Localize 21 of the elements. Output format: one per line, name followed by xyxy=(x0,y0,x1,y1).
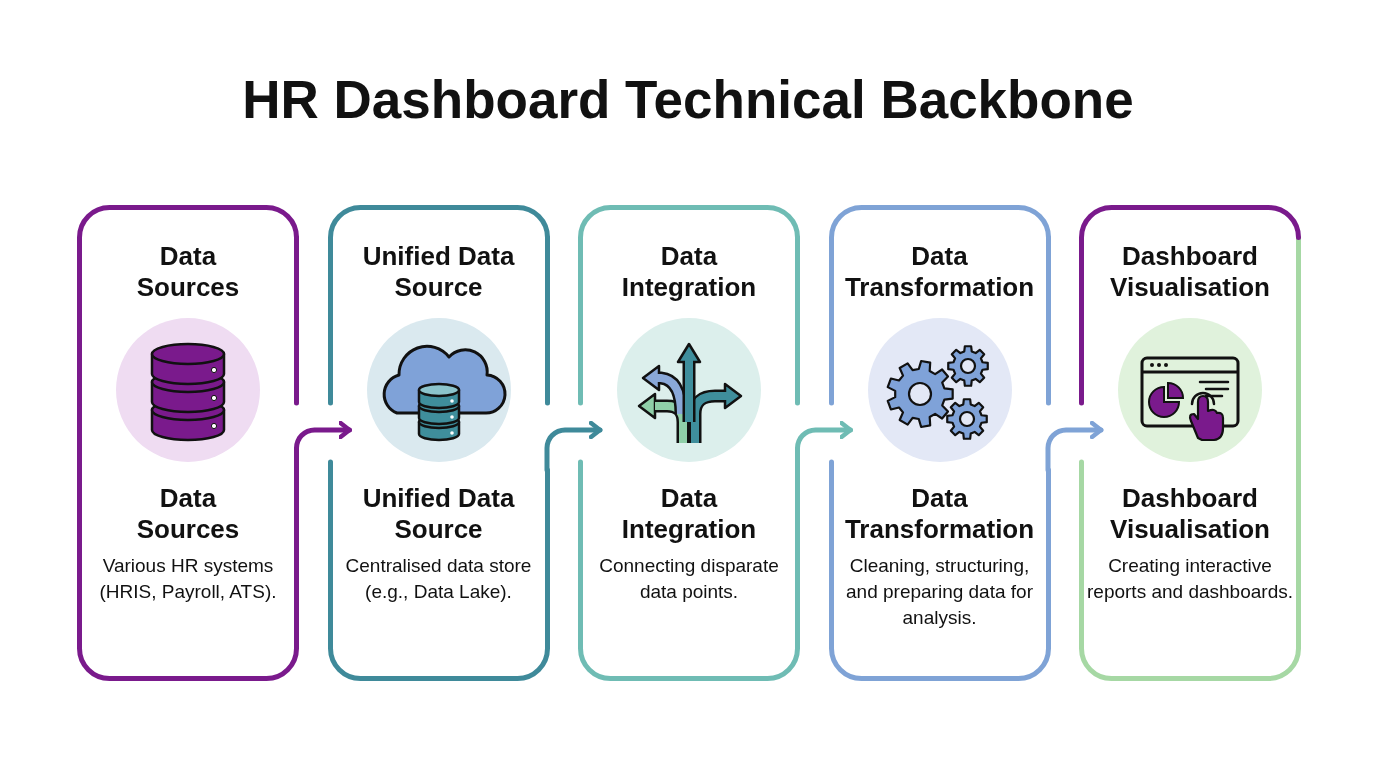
step-title: Data Integration xyxy=(620,241,758,303)
step-heading: Unified Data Source xyxy=(361,483,516,545)
step-description: Creating interactive reports and dashboards. xyxy=(1087,554,1293,604)
step-panel xyxy=(578,205,800,681)
step-heading: Data Integration xyxy=(620,483,758,545)
step-title: Unified Data Source xyxy=(361,241,516,303)
step-panel xyxy=(828,205,1051,681)
step-title: Dashboard Visualisation xyxy=(1109,241,1271,303)
step-title: Data Sources xyxy=(135,241,241,303)
step-heading: Data Transformation xyxy=(843,483,1036,545)
step-description: Connecting disparate data points. xyxy=(598,554,780,604)
step-heading: Dashboard Visualisation xyxy=(1109,483,1271,545)
step-description: Centralised data store (e.g., Data Lake). xyxy=(344,554,533,604)
step-description: Various HR systems (HRIS, Payroll, ATS). xyxy=(98,554,278,604)
step-panel xyxy=(77,205,299,681)
step-description: Cleaning, structuring, and preparing data for analysis. xyxy=(845,554,1034,630)
step-title: Data Transformation xyxy=(843,241,1036,303)
step-panel xyxy=(1079,205,1301,681)
step-panel xyxy=(327,205,550,681)
diagram-title: HR Dashboard Technical Backbone xyxy=(242,69,1134,131)
step-heading: Data Sources xyxy=(135,483,241,545)
